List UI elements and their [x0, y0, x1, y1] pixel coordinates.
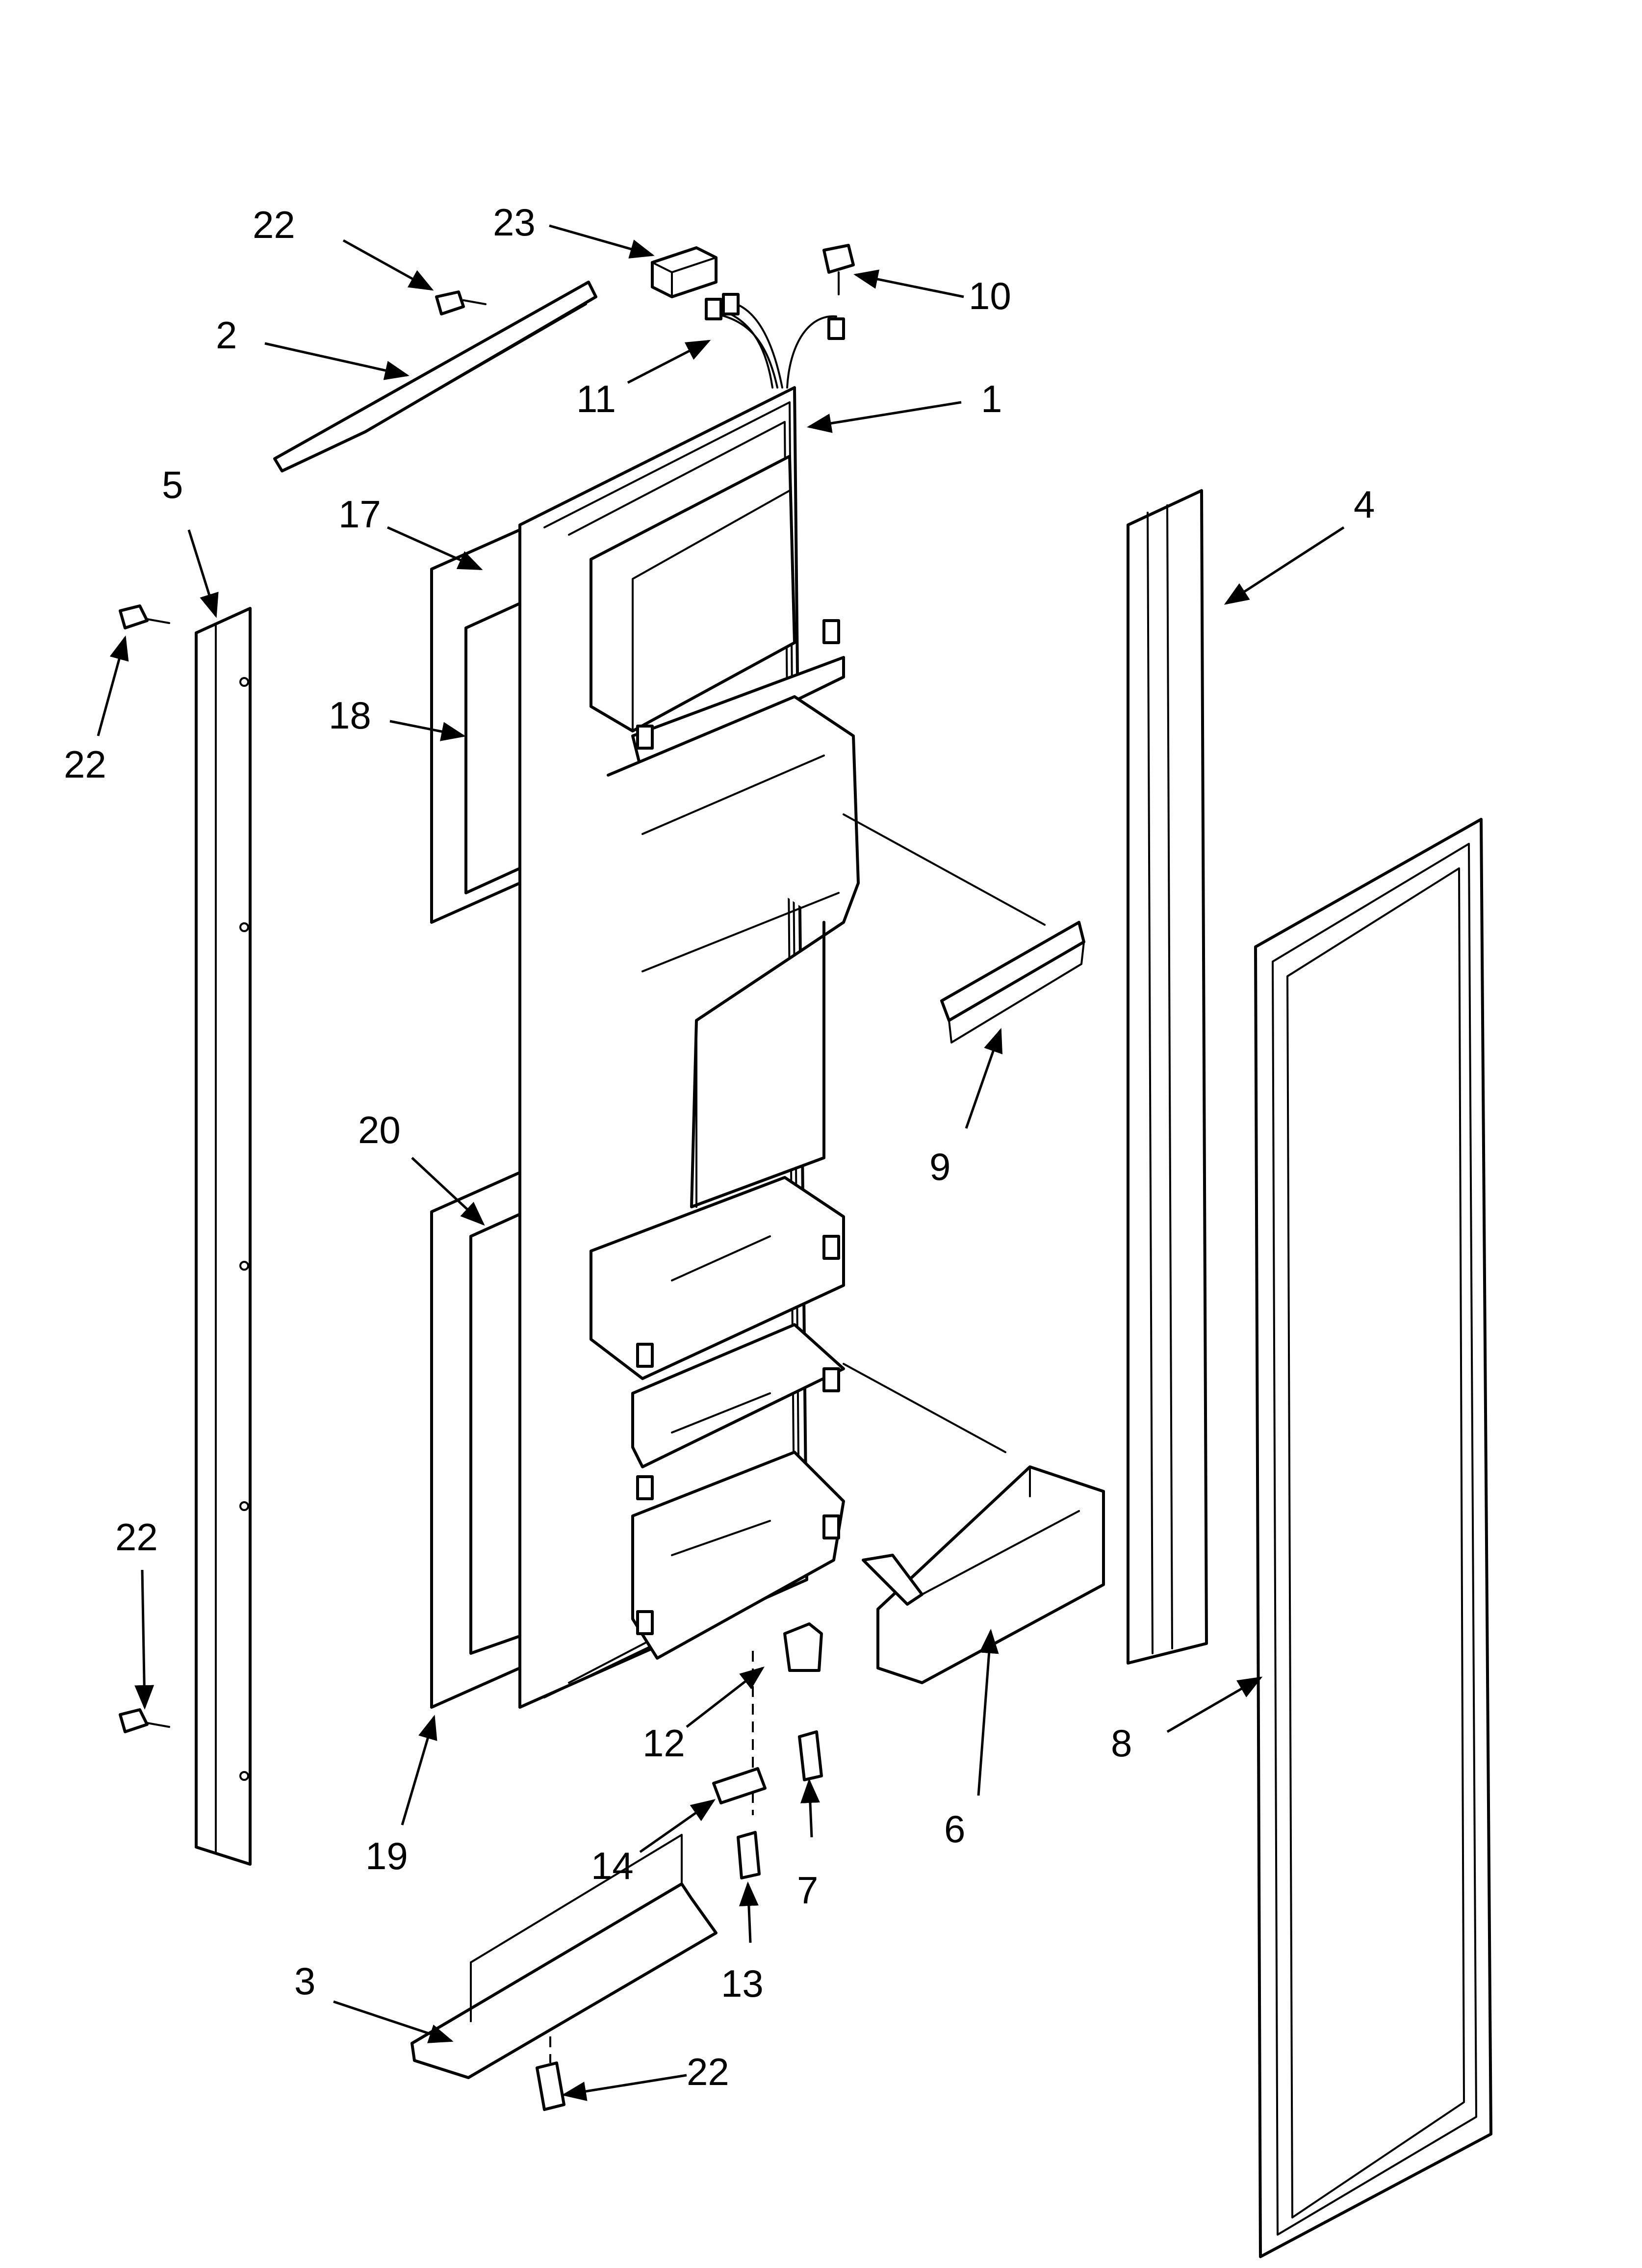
part-13-screw [737, 1831, 761, 1879]
part-22-screw-left-top [119, 604, 170, 629]
part-1-door-liner [518, 386, 860, 1709]
part-2-top-trim [273, 281, 597, 472]
callout-labels: 22 23 10 2 11 1 5 17 4 18 22 9 20 22 12 … [64, 201, 1375, 2093]
callout-14: 14 [591, 1844, 634, 1887]
callout-3: 3 [294, 1959, 315, 2003]
callout-8: 8 [1111, 1721, 1132, 1765]
callout-1: 1 [981, 377, 1002, 420]
part-9-shelf-rail [843, 813, 1085, 1043]
part-8-door-gasket [1254, 818, 1492, 2258]
part-20-lower-panel [430, 1171, 521, 1709]
callout-20: 20 [358, 1108, 401, 1151]
callout-17: 17 [338, 493, 381, 536]
part-22-screw-left-bottom [119, 1708, 170, 1733]
callout-2: 2 [216, 313, 237, 357]
callout-23: 23 [493, 201, 536, 244]
callout-22-bottom: 22 [687, 2050, 729, 2093]
part-17-upper-panel [430, 528, 521, 924]
part-7-screw [798, 1730, 823, 1781]
part-3-bottom-trim [410, 1834, 718, 2079]
part-5-left-trim [195, 607, 252, 1866]
callout-11: 11 [576, 377, 616, 420]
callout-7: 7 [797, 1869, 818, 1912]
callout-18: 18 [329, 694, 371, 737]
callout-4: 4 [1354, 483, 1375, 526]
callout-5: 5 [162, 463, 183, 506]
callout-22-left-lower: 22 [115, 1515, 158, 1559]
leader-lines [97, 224, 1345, 2101]
callout-9: 9 [929, 1145, 950, 1188]
part-22-screw-top [435, 290, 487, 315]
part-10-screw [822, 244, 855, 295]
callout-10: 10 [969, 274, 1011, 317]
part-22-screw-bottom [536, 2019, 565, 2111]
part-23-connector [651, 246, 718, 298]
part-4-right-trim [1127, 489, 1208, 1665]
callout-13: 13 [721, 1962, 764, 2005]
part-14-hinge-bracket [712, 1767, 767, 1804]
callout-6: 6 [944, 1807, 965, 1851]
part-6-door-bin [843, 1363, 1105, 1684]
callout-22-left-upper: 22 [64, 743, 106, 786]
callout-19: 19 [365, 1834, 408, 1877]
callout-22-top: 22 [253, 203, 295, 246]
part-11-wire-harness [705, 293, 845, 389]
callout-12: 12 [642, 1721, 685, 1765]
